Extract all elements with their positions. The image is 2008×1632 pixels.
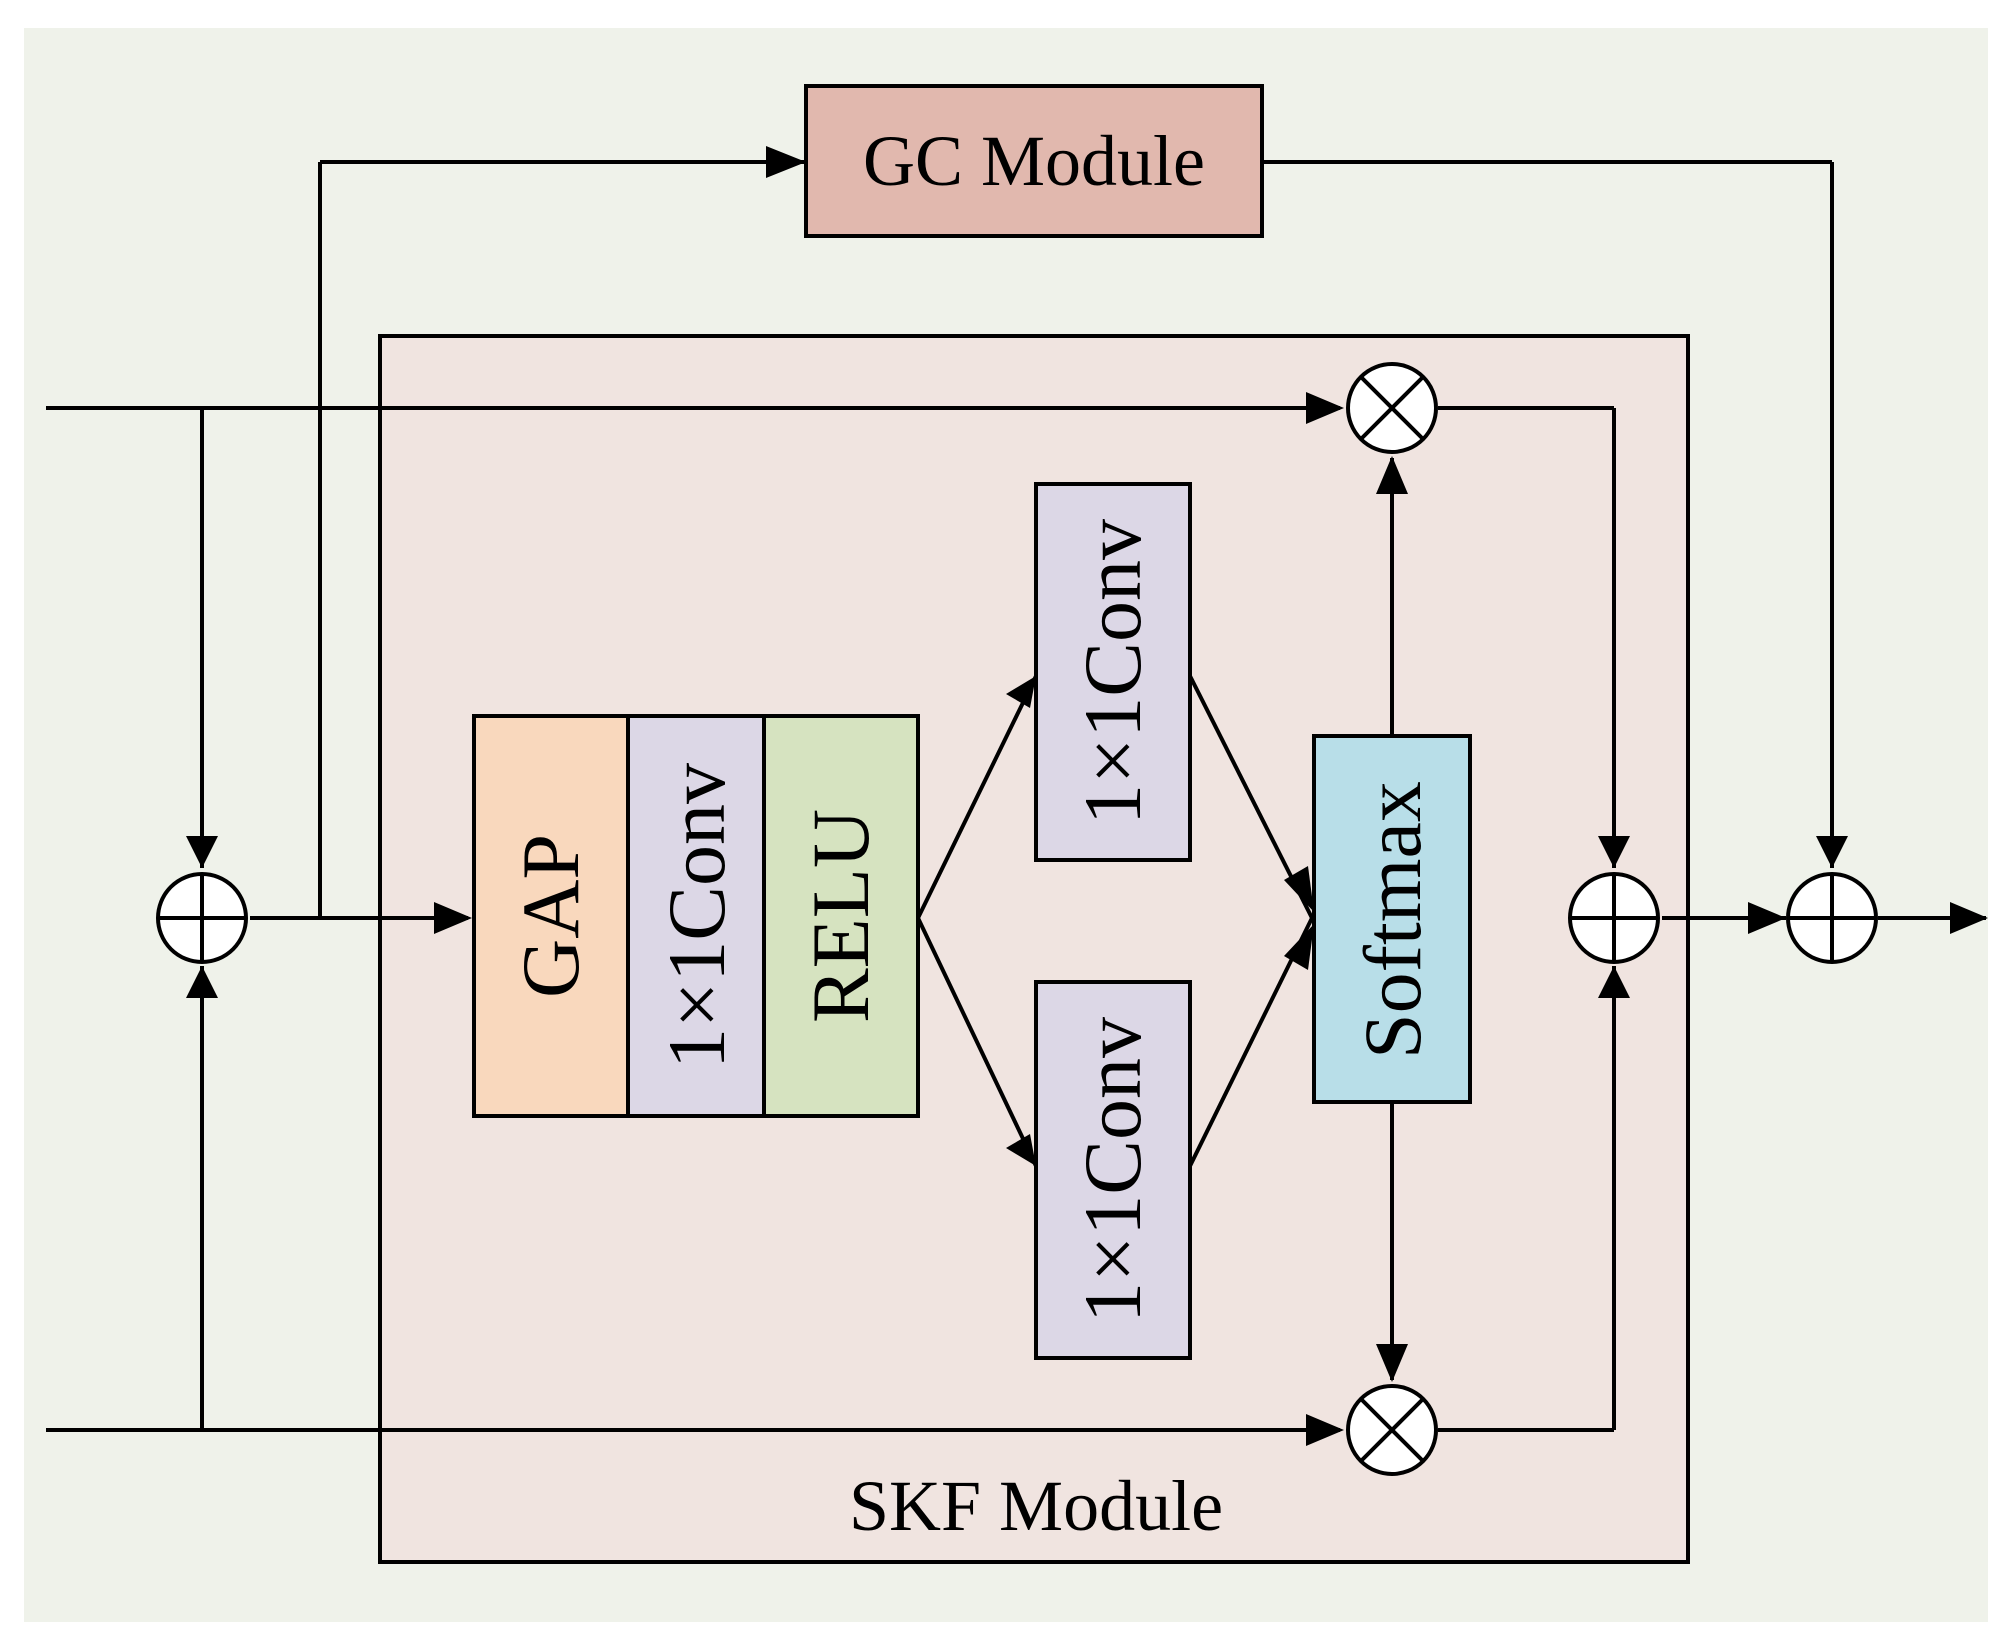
gap-block (472, 714, 630, 1118)
arrow-head-icon (1376, 1344, 1408, 1382)
relu-block (762, 714, 920, 1118)
arrow-head-icon (434, 902, 472, 934)
softmax-block (1312, 734, 1472, 1104)
arrow-head-icon (1284, 924, 1314, 970)
gc-module-box (804, 84, 1264, 238)
gc-module-label: GC Module (863, 121, 1205, 201)
conv-lower-label: 1×1Conv (1067, 1017, 1158, 1323)
arrow-head-icon (1284, 866, 1314, 912)
add-node-fusion (1568, 872, 1660, 964)
arrow-head-icon (1376, 456, 1408, 494)
arrow-head-icon (1598, 966, 1630, 998)
arrow-head-icon (766, 146, 806, 178)
arrow-head-icon (1006, 676, 1036, 708)
arrow-head-icon (1598, 836, 1630, 868)
arrow-head-icon (1306, 392, 1344, 424)
arrowheads (186, 146, 1988, 1446)
add-node-input (156, 872, 248, 964)
add-node-output (1786, 872, 1878, 964)
conv-upper-label: 1×1Conv (1067, 519, 1158, 825)
arrow-head-icon (186, 966, 218, 998)
multiply-node-bottom (1346, 1384, 1438, 1476)
conv-lower-block (1034, 980, 1192, 1360)
gap-label: GAP (505, 834, 596, 998)
arrow-head-icon (186, 836, 218, 868)
conv-reduce-label: 1×1Conv (651, 763, 742, 1069)
skf-module-label: SKF Module (849, 1466, 1223, 1546)
arrow-head-icon (1748, 902, 1786, 934)
multiply-node-top (1346, 362, 1438, 454)
arrow-head-icon (1950, 902, 1988, 934)
softmax-label: Softmax (1347, 781, 1438, 1059)
arrow-head-icon (1306, 1414, 1344, 1446)
arrow-head-icon (1006, 1134, 1036, 1166)
conv-upper-block (1034, 482, 1192, 862)
arrow-head-icon (1816, 836, 1848, 868)
relu-label: RELU (795, 809, 886, 1023)
